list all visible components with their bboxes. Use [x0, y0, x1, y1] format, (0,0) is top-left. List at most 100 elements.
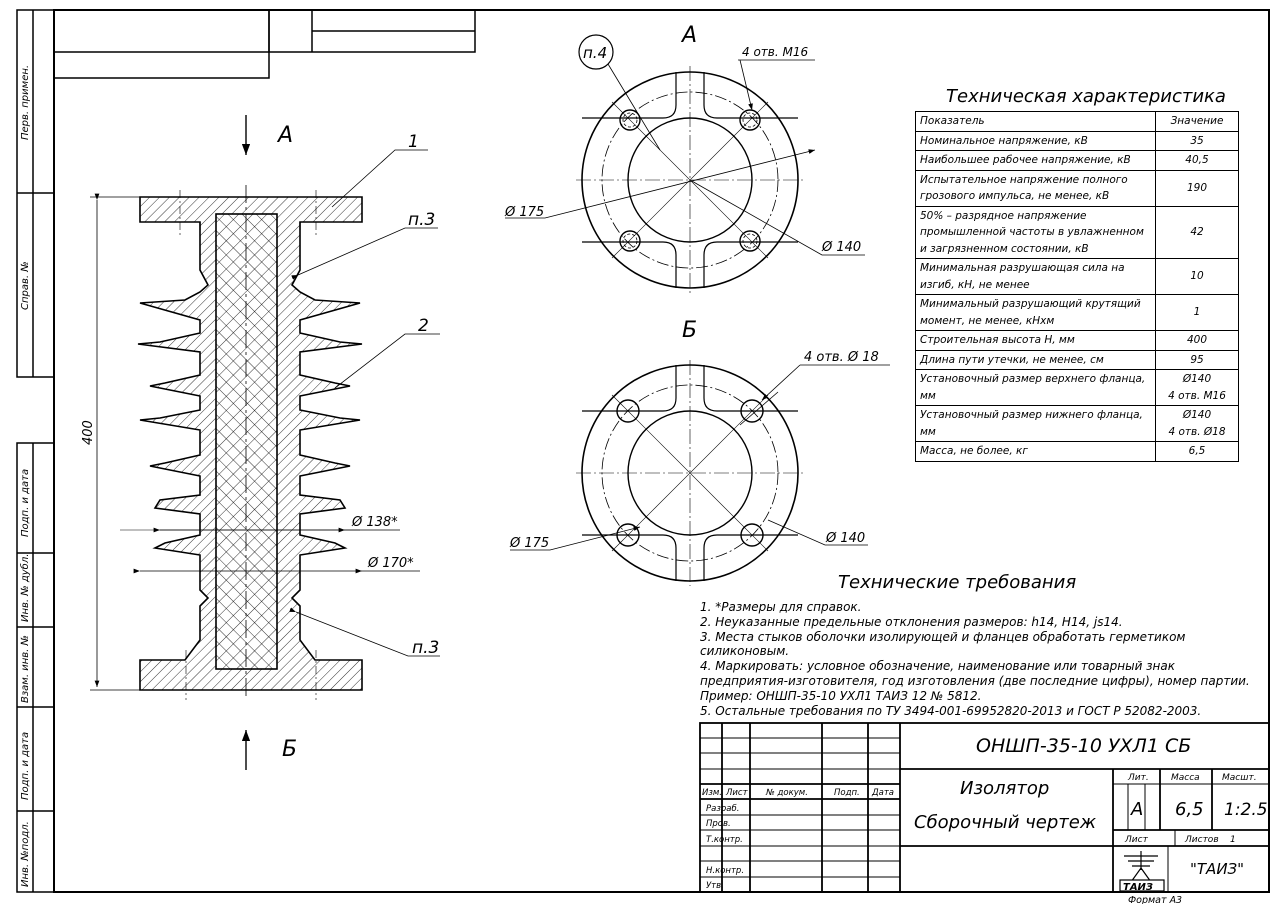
view-b-holes	[616, 399, 764, 547]
side-stamp-text: Подп. и дата	[20, 732, 31, 800]
side-stamp-text: Перв. примен.	[20, 65, 31, 140]
tb-name-line1: Изолятор	[960, 778, 1049, 799]
callout-p3-bottom: п.3	[412, 638, 439, 658]
view-a-title: А	[680, 23, 697, 48]
side-stamp-text: Инв. № дубл.	[19, 554, 31, 622]
tb-lit-value: А	[1130, 799, 1143, 820]
table-cell: Минимальный разрушающий крутящий момент,…	[915, 294, 1156, 331]
view-a-flange	[505, 34, 865, 294]
tb-format: Формат А3	[1128, 895, 1182, 904]
list-item: 4. Маркировать: условное обозначение, на…	[700, 659, 1250, 703]
table-cell: 50% – разрядное напряжение промышленной …	[915, 205, 1156, 259]
table-header-cell: Показатель	[915, 111, 1156, 132]
table-cell: 6,5	[1155, 441, 1239, 462]
tech-characteristics-table: Показатель Значение Номинальное напряжен…	[915, 111, 1239, 462]
table-cell: 1	[1155, 294, 1239, 331]
tb-role: Т.контр.	[706, 835, 743, 845]
tb-sheets-label: Листов	[1184, 835, 1219, 845]
tech-requirements-title: Технические требования	[838, 572, 1077, 593]
tb-role: Н.контр.	[706, 866, 744, 876]
table-header-row: Показатель Значение	[915, 111, 1239, 132]
table-cell: Ø140 4 отв. Ø18	[1155, 405, 1239, 442]
table-row: 50% – разрядное напряжение промышленной …	[915, 205, 1239, 259]
dim-d138: Ø 138*	[351, 515, 398, 530]
insulator-section-view	[120, 185, 363, 700]
table-cell: Длина пути утечки, не менее, см	[915, 349, 1156, 370]
list-item: 3. Места стыков оболочки изолирующей и ф…	[700, 629, 1186, 659]
view-b-flange	[510, 360, 890, 586]
table-cell: 190	[1155, 169, 1239, 207]
view-b-title: Б	[682, 318, 697, 343]
section-dimensions	[90, 149, 440, 691]
tb-col-header: Изм.	[702, 788, 722, 798]
tb-col-header: № докум.	[765, 788, 808, 798]
tb-col-header: Лист	[725, 788, 749, 798]
table-header-cell: Значение	[1155, 111, 1239, 132]
side-stamp-text: Подп. и дата	[20, 469, 31, 537]
tb-role: Утв.	[706, 881, 724, 891]
callout-pos1: 1	[408, 132, 419, 152]
title-block	[699, 722, 1270, 893]
dim-d170: Ø 170*	[367, 556, 414, 571]
tb-sheet-label: Лист	[1124, 835, 1149, 845]
side-stamps: Перв. примен. Справ. № Подп. и дата Инв.…	[19, 65, 31, 887]
table-cell: Масса, не более, кг	[915, 441, 1156, 462]
table-row: Минимальный разрушающий крутящий момент,…	[915, 294, 1239, 331]
tb-mass-label: Масса	[1171, 773, 1200, 783]
list-item: 5. Остальные требования по ТУ 3494-001-6…	[700, 703, 1202, 718]
tb-lit-label: Лит.	[1127, 773, 1149, 783]
view-a-p4-callout: п.4	[583, 44, 607, 62]
title-block-text: Изм. Лист № докум. Подп. Дата Разраб. Пр…	[702, 735, 1268, 904]
view-b-holes-dim: 4 отв. Ø 18	[804, 350, 879, 365]
table-row: Минимальная разрушающая сила на изгиб, к…	[915, 258, 1239, 295]
side-stamp-text: Взам. инв. №	[20, 635, 31, 703]
tb-mass-value: 6,5	[1175, 799, 1204, 820]
view-b-d140: Ø 140	[825, 531, 865, 546]
table-cell: 400	[1155, 330, 1239, 351]
table-row: Испытательное напряжение полного грозово…	[915, 169, 1239, 207]
tb-scale-value: 1:2.5	[1224, 800, 1268, 820]
view-a-holes	[619, 109, 761, 252]
table-cell: Строительная высота Н, мм	[915, 330, 1156, 351]
table-cell: Номинальное напряжение, кВ	[915, 130, 1156, 151]
table-cell: 40,5	[1155, 150, 1239, 171]
side-stamp-text: Справ. №	[20, 261, 31, 310]
side-stamp-text: Инв. №подл.	[20, 821, 31, 887]
table-cell: Установочный размер нижнего фланца, мм	[915, 405, 1156, 442]
table-cell: 95	[1155, 349, 1239, 370]
tb-designation: ОНШП-35-10 УХЛ1 СБ	[976, 735, 1191, 757]
tb-col-header: Подп.	[834, 788, 860, 798]
view-a-d140: Ø 140	[821, 240, 861, 255]
table-cell: 35	[1155, 130, 1239, 151]
tb-col-header: Дата	[871, 788, 894, 798]
tech-requirements-list: 1. *Размеры для справок. 2. Неуказанные …	[700, 600, 1260, 718]
view-a-holes-dim: 4 отв. М16	[742, 45, 808, 59]
section-b-label: Б	[282, 737, 297, 762]
list-item: 2. Неуказанные предельные отклонения раз…	[700, 614, 1123, 629]
taiz-logo: ТАИЗ	[1119, 851, 1165, 893]
table-cell: Минимальная разрушающая сила на изгиб, к…	[915, 258, 1156, 295]
drawing-frame	[16, 9, 1270, 893]
tb-scale-label: Масшт.	[1222, 773, 1257, 783]
callout-p3-top: п.3	[408, 210, 435, 230]
table-cell: Испытательное напряжение полного грозово…	[915, 169, 1156, 207]
table-cell: 10	[1155, 258, 1239, 295]
callout-pos2: 2	[418, 316, 429, 336]
tb-sheets-value: 1	[1230, 835, 1236, 845]
dim-height: 400	[81, 420, 96, 445]
tb-role: Разраб.	[706, 804, 739, 814]
tech-characteristics-title: Техническая характеристика	[946, 86, 1226, 107]
tb-org: "ТАИЗ"	[1190, 860, 1244, 878]
view-a-d175: Ø 175	[504, 205, 544, 220]
tb-name-line2: Сборочный чертеж	[914, 812, 1097, 833]
taiz-logo-text: ТАИЗ	[1123, 882, 1153, 893]
tb-role: Пров.	[706, 819, 731, 829]
